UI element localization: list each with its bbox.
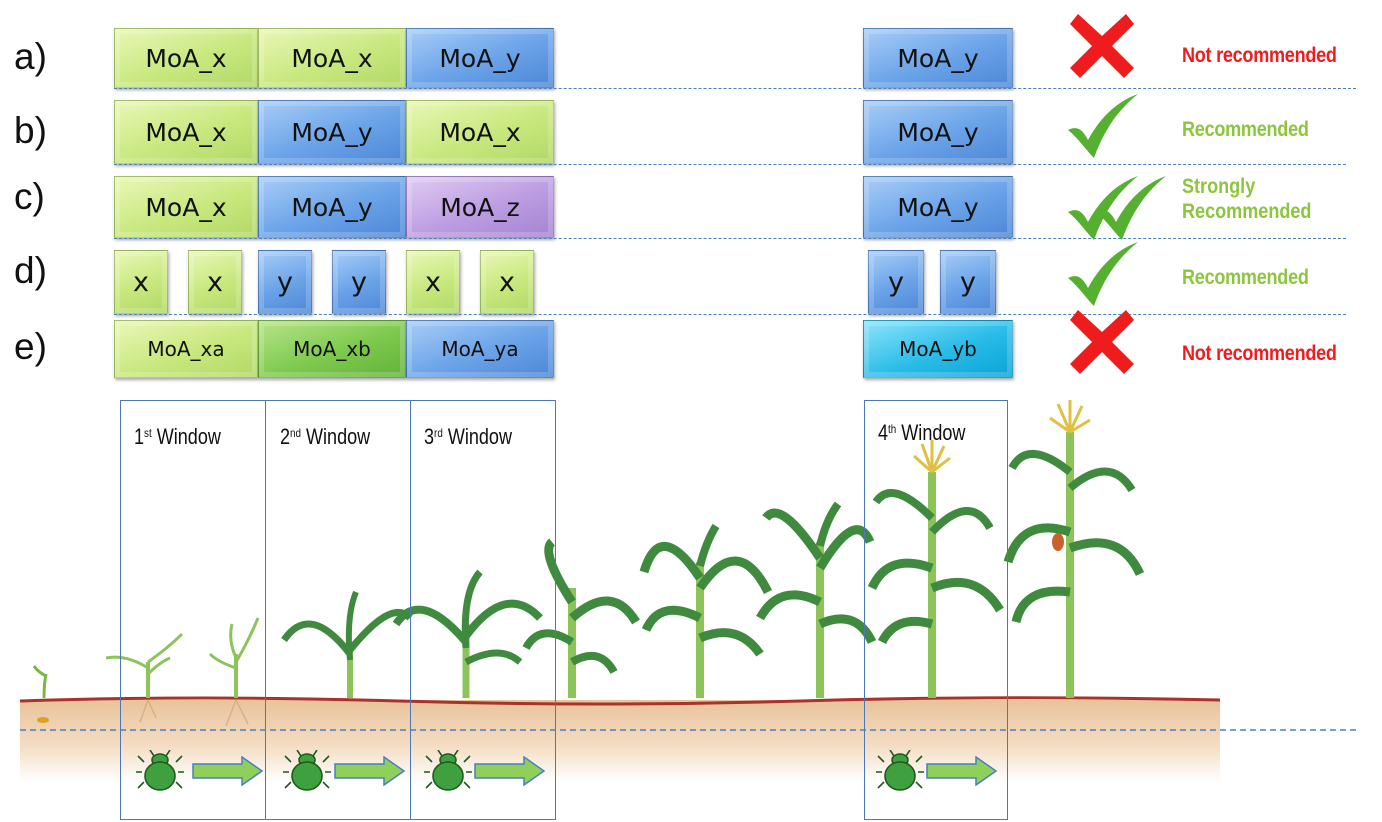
window-3-frame <box>410 400 556 820</box>
moa-box-c3: MoA_z <box>406 176 554 238</box>
double-check-icon <box>1068 176 1166 240</box>
moa-box-b3: MoA_x <box>406 100 554 164</box>
moa-box-c-late: MoA_y <box>863 176 1013 238</box>
window-3-label: 3rd Window <box>424 424 512 449</box>
row-label-a: a) <box>14 36 47 77</box>
moa-box-d4: y <box>332 250 386 314</box>
beetle-icon <box>283 750 331 791</box>
moa-box-e-late: MoA_yb <box>863 320 1013 378</box>
window-2-label: 2nd Window <box>280 424 371 449</box>
moa-box-e1: MoA_xa <box>114 320 258 378</box>
moa-box-e3: MoA_ya <box>406 320 554 378</box>
green-check-icon <box>1068 94 1138 158</box>
moa-box-d1: x <box>114 250 168 314</box>
row-label-c: c) <box>14 176 45 217</box>
beetle-icon <box>136 750 184 791</box>
moa-box-d-late2: y <box>940 250 996 314</box>
moa-box-d6: x <box>480 250 534 314</box>
moa-box-b-late: MoA_y <box>863 100 1013 164</box>
beetle-icon <box>424 750 472 791</box>
status-line-strongly: Strongly <box>1182 175 1256 198</box>
moa-box-d3: y <box>258 250 312 314</box>
status-not-recommended-e: Not recommended <box>1182 342 1337 365</box>
right-arrow-icon <box>926 756 998 786</box>
moa-box-a-late: MoA_y <box>863 28 1013 88</box>
moa-box-a2: MoA_x <box>258 28 406 88</box>
window-1-label: 1st Window <box>134 424 221 449</box>
moa-box-d5: x <box>406 250 460 314</box>
window-4-label: 4th Window <box>878 420 966 445</box>
moa-box-a1: MoA_x <box>114 28 258 88</box>
right-arrow-icon <box>192 756 264 786</box>
row-label-e: e) <box>14 326 47 367</box>
status-recommended-b: Recommended <box>1182 118 1309 141</box>
beetle-icon <box>876 750 924 791</box>
status-strongly-recommended: Strongly Recommended <box>1182 174 1311 224</box>
moa-box-d2: x <box>188 250 242 314</box>
row-label-d: d) <box>14 250 47 291</box>
status-recommended-d: Recommended <box>1182 266 1309 289</box>
window-4-frame <box>864 400 1008 820</box>
right-arrow-icon <box>474 756 546 786</box>
red-x-icon <box>1070 14 1134 78</box>
row-label-b: b) <box>14 110 47 151</box>
status-line-recommended: Recommended <box>1182 200 1312 223</box>
row-divider <box>114 314 1346 315</box>
row-divider <box>114 164 1346 165</box>
moa-box-e2: MoA_xb <box>258 320 406 378</box>
moa-box-c1: MoA_x <box>114 176 258 238</box>
moa-box-b1: MoA_x <box>114 100 258 164</box>
moa-box-d-late1: y <box>868 250 924 314</box>
status-not-recommended-a: Not recommended <box>1182 44 1337 67</box>
right-arrow-icon <box>334 756 406 786</box>
red-x-icon <box>1070 310 1134 374</box>
row-divider <box>114 238 1346 239</box>
row-divider <box>114 88 1356 89</box>
moa-box-c2: MoA_y <box>258 176 406 238</box>
moa-box-a3: MoA_y <box>406 28 554 88</box>
moa-box-b2: MoA_y <box>258 100 406 164</box>
green-check-icon <box>1068 242 1138 306</box>
